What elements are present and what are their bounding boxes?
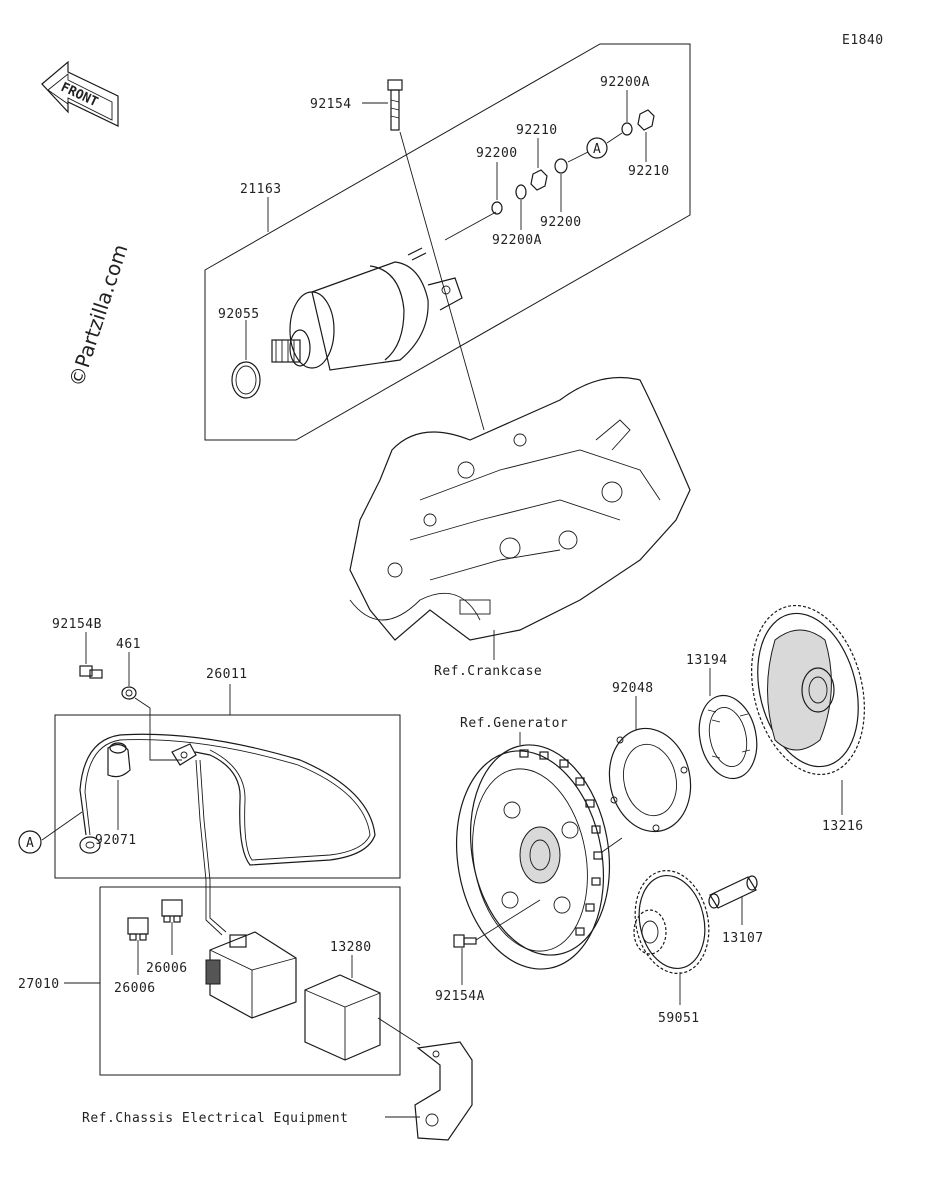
gear-59051: [633, 869, 710, 975]
label-13107: 13107: [722, 931, 764, 946]
label-92154: 92154: [310, 97, 352, 112]
relay-group-box: [99, 886, 401, 1076]
nut-92210-right: [637, 109, 655, 131]
label-92200-left: 92200: [476, 146, 518, 161]
gear-13216: [751, 604, 865, 776]
clutch-13194: [698, 694, 758, 780]
relay-lead-wire: [195, 759, 223, 936]
starter-cable: [79, 733, 376, 866]
relay-13280: [304, 974, 381, 1061]
starter-motor: [271, 247, 463, 371]
fuse-26006-bottom: [127, 917, 149, 941]
label-92210-right: 92210: [628, 164, 670, 179]
bolt-92154: [387, 79, 403, 131]
callout-a-bottom: [18, 830, 42, 854]
label-92200A-top: 92200A: [600, 75, 650, 90]
label-92200A-bottom: 92200A: [492, 233, 542, 248]
ref-crankcase: Ref.Crankcase: [434, 664, 542, 679]
label-27010: 27010: [18, 977, 60, 992]
label-13194: 13194: [686, 653, 728, 668]
terminal-axis-line: [444, 211, 497, 241]
label-26011: 26011: [206, 667, 248, 682]
label-59051: 59051: [658, 1011, 700, 1026]
label-92200-right: 92200: [540, 215, 582, 230]
label-92071: 92071: [95, 833, 137, 848]
insulator-92200A-bottom: [515, 184, 527, 200]
ref-generator: Ref.Generator: [460, 716, 568, 731]
bolt-92154A: [453, 934, 477, 948]
label-461: 461: [116, 637, 141, 652]
nut-92210-left: [530, 169, 548, 191]
label-92154A: 92154A: [435, 989, 485, 1004]
ref-chassis: Ref.Chassis Electrical Equipment: [82, 1111, 348, 1126]
callout-a-bottom-text: A: [26, 836, 34, 851]
label-92210-left: 92210: [516, 123, 558, 138]
washer-92200-left: [491, 201, 503, 215]
starter-group-box: [204, 43, 691, 441]
label-26006-bottom: 26006: [114, 981, 156, 996]
callout-a-top: [586, 137, 608, 159]
plate-92048: [608, 727, 692, 833]
washer-461: [121, 686, 137, 700]
oring-92055: [231, 361, 261, 399]
fuse-26006-top: [161, 899, 183, 923]
label-26006-top: 26006: [146, 961, 188, 976]
crankcase: [349, 376, 691, 641]
label-92055: 92055: [218, 307, 260, 322]
bolt-92154B: [79, 665, 103, 679]
generator-rotor: [455, 744, 611, 970]
front-arrow-icon: FRONT: [41, 60, 119, 127]
label-13216: 13216: [822, 819, 864, 834]
label-92048: 92048: [612, 681, 654, 696]
diagram-id: E1840: [842, 33, 884, 48]
label-13280: 13280: [330, 940, 372, 955]
washer-92200-right: [554, 158, 568, 174]
cable-group-box: [54, 714, 401, 879]
label-21163: 21163: [240, 182, 282, 197]
sleeve-13107: [708, 875, 758, 909]
insulator-92200A-top: [621, 122, 633, 136]
watermark: ©Partzilla.com: [64, 241, 133, 389]
label-92154B: 92154B: [52, 617, 102, 632]
callout-a-top-text: A: [593, 142, 601, 157]
starter-relay: [205, 931, 297, 1019]
relay-bracket: [414, 1041, 473, 1141]
